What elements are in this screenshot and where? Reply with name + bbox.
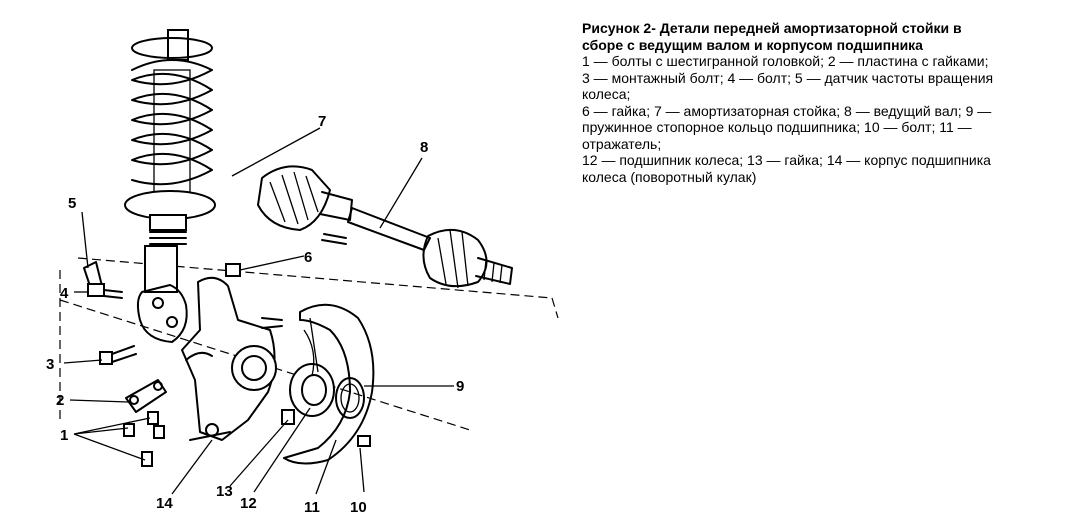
strut-assembly-diagram: 7 8 5 6 4 3 2 1 9 10 11 12 13 14 xyxy=(46,29,559,516)
callout-6: 6 xyxy=(304,249,312,266)
leader-lines xyxy=(63,127,454,495)
callout-13: 13 xyxy=(216,483,233,500)
callout-11: 11 xyxy=(304,499,320,516)
callout-9: 9 xyxy=(456,378,464,395)
caption-title-line-1: Рисунок 2- Детали передней амортизаторно… xyxy=(582,20,962,36)
callout-4: 4 xyxy=(60,285,69,302)
callout-3: 3 xyxy=(46,356,54,373)
caption-title-line-2: сборе с ведущим валом и корпусом подшипн… xyxy=(582,36,923,53)
wheel-bearing-housing xyxy=(181,276,283,441)
caption-legend-line-8: колеса (поворотный кулак) xyxy=(582,168,757,185)
splash-shield xyxy=(283,303,375,465)
caption-legend-line-7: 12 — подшипник колеса; 13 — гайка; 14 — … xyxy=(582,152,991,168)
hardware xyxy=(83,233,371,467)
wheel-bearing xyxy=(289,363,335,417)
axis-line-upper xyxy=(77,257,553,299)
callout-5: 5 xyxy=(68,195,76,212)
caption-legend-line-5: пружинное стопорное кольцо подшипника; 1… xyxy=(582,119,972,135)
callout-1: 1 xyxy=(60,427,68,444)
callout-10: 10 xyxy=(350,499,367,516)
caption-legend-line-3: колеса; xyxy=(582,86,631,102)
callout-2: 2 xyxy=(56,392,64,409)
caption-legend-line-4: 6 — гайка; 7 — амортизаторная стойка; 8 … xyxy=(582,102,992,119)
drive-shaft xyxy=(257,165,513,289)
callout-12: 12 xyxy=(240,495,257,512)
caption-legend-line-2: 3 — монтажный болт; 4 — болт; 5 — датчик… xyxy=(582,69,994,86)
callout-14: 14 xyxy=(156,495,173,512)
caption-legend-line-6: отражатель; xyxy=(582,135,662,152)
callout-7: 7 xyxy=(318,113,326,130)
strut-spring xyxy=(124,29,216,343)
caption-legend-line-1: 1 — болты с шестигранной головкой; 2 — п… xyxy=(582,53,989,69)
figure-caption: Рисунок 2- Детали передней амортизаторно… xyxy=(582,20,1052,185)
axis-line-upper-end xyxy=(551,297,559,319)
callout-8: 8 xyxy=(420,139,428,156)
